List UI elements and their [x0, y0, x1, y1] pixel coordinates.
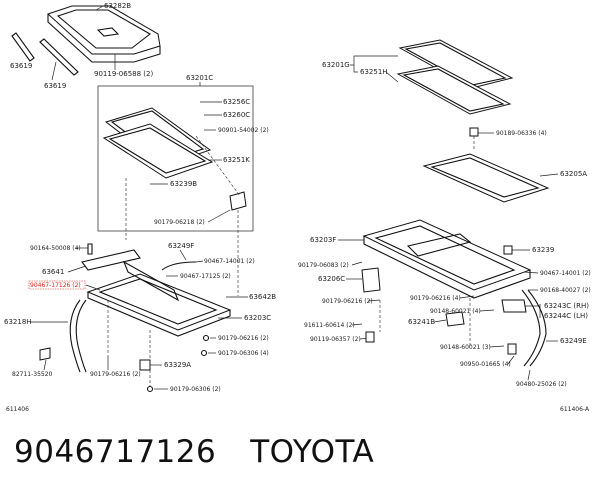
figure-id-right: 611406-A — [560, 406, 590, 413]
label-63642b: 63642B — [249, 293, 276, 301]
label-90179-06306-4: 90179-06306 (4) — [218, 350, 269, 357]
bracket-small — [229, 191, 247, 211]
highlight-box — [28, 280, 86, 290]
label-63244c: 63244C (LH) — [544, 312, 588, 320]
label-91611-60614: 91611-60614 (2) — [304, 322, 355, 329]
label-highlighted-part: 90467-17126 (2) — [30, 282, 81, 289]
label-82711-35520: 82711-35520 — [12, 371, 53, 378]
hose-63218h — [69, 299, 81, 373]
label-90467-14001: 90467-14001 (2) — [204, 258, 255, 265]
label-63251h: 63251H — [360, 68, 388, 76]
caption: 9046717126 TOYOTA — [14, 434, 374, 470]
label-90480-25026: 90480-25026 (2) — [516, 381, 567, 388]
label-63241b: 63241B — [408, 318, 435, 326]
label-90179-06306-2: 90179-06306 (2) — [170, 386, 221, 393]
label-90901-54002: 90901-54002 (2) — [218, 127, 269, 134]
clip-82711 — [39, 347, 51, 361]
label-63201c: 63201C — [186, 74, 213, 82]
label-63251k: 63251K — [223, 156, 250, 164]
assembly-box-63201c — [97, 85, 254, 232]
label-63260c: 63260C — [223, 111, 250, 119]
label-90467-17125: 90467-17125 (2) — [180, 273, 231, 280]
label-90179-06216-a: 90179-06216 (2) — [218, 335, 269, 342]
hose-63249e — [521, 289, 541, 367]
parts-diagram: 63282B 63619 90119-06588 (2) 63619 63201… — [4, 2, 591, 413]
label-90179-06216-r4: 90179-06216 (4) — [410, 295, 461, 302]
hose-63249f — [161, 261, 197, 271]
label-63205a: 63205A — [560, 170, 587, 178]
label-63329a: 63329A — [164, 361, 191, 369]
part-housing-63203f — [362, 219, 532, 299]
part-63619-strips — [11, 32, 79, 76]
label-63243c: 63243C (RH) — [544, 302, 589, 310]
label-63239b: 63239B — [170, 180, 197, 188]
label-63203f: 63203F — [310, 236, 336, 244]
label-63203c: 63203C — [244, 314, 271, 322]
label-90179-06216-r1: 90179-06216 (2) — [322, 298, 373, 305]
bolt-icon — [87, 243, 93, 255]
label-63619-b: 63619 — [44, 82, 66, 90]
label-90179-06218: 90179-06218 (2) — [154, 219, 205, 226]
part-sunroof-frame-lower — [81, 249, 232, 337]
figure-id-left: 611406 — [6, 406, 29, 413]
label-90467-14001-r: 90467-14001 (2) — [540, 270, 591, 277]
label-63249f: 63249F — [168, 242, 194, 250]
label-90950-01665: 90950-01665 (4) — [460, 361, 511, 368]
label-90189-06336: 90189-06336 (4) — [496, 130, 547, 137]
label-63282b: 63282B — [104, 2, 131, 10]
label-90179-06216-b: 90179-06216 (2) — [90, 371, 141, 378]
label-63641: 63641 — [42, 268, 64, 276]
label-63256c: 63256C — [223, 98, 250, 106]
caption-part-number: 9046717126 — [14, 434, 217, 470]
part-glass-63201g — [396, 39, 514, 115]
part-63282b-frame — [47, 5, 161, 63]
part-glass-panel — [102, 107, 214, 179]
part-seal-63205a — [422, 153, 550, 203]
label-90119-06357: 90119-06357 (2) — [310, 336, 361, 343]
label-90119-06588: 90119-06588 (2) — [94, 70, 153, 78]
label-90148-60021-4: 90148-60021 (4) — [430, 308, 481, 315]
label-63206c: 63206C — [318, 275, 345, 283]
label-63201g: 63201G — [322, 61, 350, 69]
label-63218h: 63218H — [4, 318, 32, 326]
label-90148-60021-3: 90148-60021 (3) — [440, 344, 491, 351]
label-63249e: 63249E — [560, 337, 587, 345]
caption-brand: TOYOTA — [250, 434, 375, 470]
label-90164-50008: 90164-50008 (4) — [30, 245, 81, 252]
label-63239: 63239 — [532, 246, 554, 254]
label-90168-40027: 90168-40027 (2) — [540, 287, 591, 294]
label-63619-a: 63619 — [10, 62, 32, 70]
label-90179-06083: 90179-06083 (2) — [298, 262, 349, 269]
